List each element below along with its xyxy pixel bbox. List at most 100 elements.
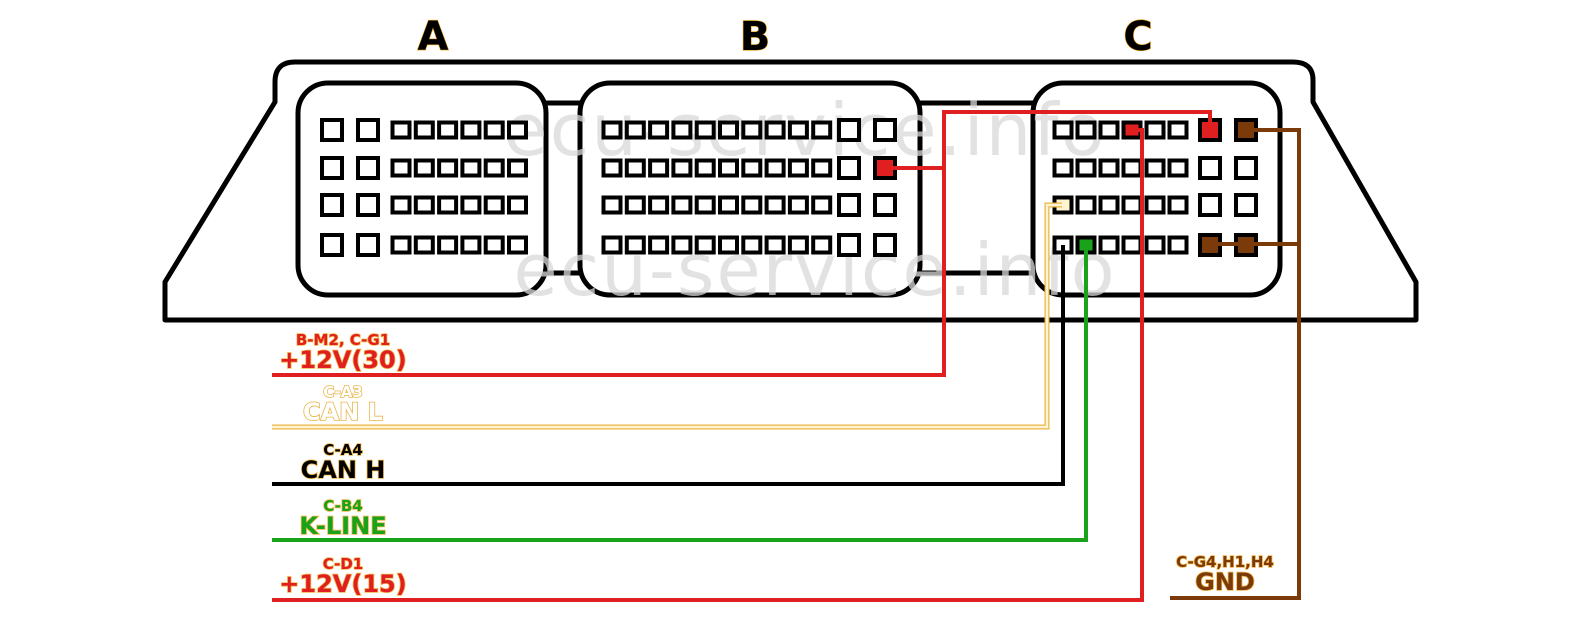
- pin-a-large: [320, 233, 344, 257]
- pin-c-small: [1075, 158, 1097, 178]
- pin-c-small: [1098, 158, 1120, 178]
- pin-b-small: [811, 120, 833, 140]
- pin-b-small: [601, 158, 623, 178]
- signal-12v-30: +12V(30): [279, 346, 406, 374]
- wire-k-line: [272, 245, 1088, 542]
- pin-b-small: [787, 195, 809, 215]
- pin-a-small: [483, 195, 505, 215]
- pin-a-small: [507, 235, 528, 255]
- pin-b-small: [624, 195, 646, 215]
- pin-b-small: [648, 195, 670, 215]
- pin-a-small: [460, 195, 482, 215]
- pin-a-large: [356, 118, 380, 142]
- pin-c-small: [1144, 195, 1166, 215]
- signal-gnd: GND: [1195, 568, 1255, 596]
- wire-12v-30: [272, 166, 946, 377]
- pin-b-small: [787, 120, 809, 140]
- pin-c-small: [1075, 195, 1097, 215]
- pin-b-small: [601, 235, 623, 255]
- pins-can-h: C-A4: [323, 441, 363, 459]
- pin-b-small: [741, 120, 763, 140]
- connector-label-a: A: [418, 14, 449, 60]
- pin-b-small: [718, 195, 739, 215]
- pin-b-large: [873, 193, 897, 217]
- pin-b-large: [837, 233, 861, 257]
- pin-b-small: [671, 195, 693, 215]
- pin-a-small: [507, 120, 528, 140]
- pin-b-small: [671, 158, 693, 178]
- pin-a-large: [320, 118, 344, 142]
- pin-a-small: [413, 235, 435, 255]
- pin-a-small: [507, 158, 528, 178]
- connector-label-c: C: [1123, 14, 1152, 60]
- ecu-housing-outline: [162, 59, 1419, 323]
- pin-b-small: [764, 195, 786, 215]
- pin-c-small: [1075, 120, 1097, 140]
- signal-can-h: CAN H: [301, 456, 386, 484]
- pin-b-small: [648, 235, 670, 255]
- pin-a-small: [460, 235, 482, 255]
- pins-12v-30: B-M2, C-G1: [296, 331, 390, 349]
- pin-b-small: [741, 158, 763, 178]
- pin-b-small: [694, 235, 716, 255]
- pin-a-small: [507, 195, 528, 215]
- pin-c-small: [1144, 158, 1166, 178]
- pin-b-small: [624, 158, 646, 178]
- pin-a-small: [413, 120, 435, 140]
- pin-a-small: [390, 158, 412, 178]
- signal-can-l: CAN L: [303, 398, 383, 426]
- pin-c-small: [1052, 120, 1074, 140]
- wire-gnd: [1170, 128, 1301, 600]
- pin-c-large: [1234, 193, 1258, 217]
- pin-c-small: [1121, 195, 1143, 215]
- pin-a-small: [390, 235, 412, 255]
- pin-b-small: [648, 158, 670, 178]
- pin-a-small: [437, 235, 459, 255]
- pin-b-small: [811, 158, 833, 178]
- wire-12v-15: [272, 128, 1144, 602]
- pin-a-large: [320, 156, 344, 180]
- pin-c-small: [1167, 235, 1189, 255]
- pin-b-small: [811, 235, 833, 255]
- pin-a-small: [390, 120, 412, 140]
- pin-b-small: [741, 195, 763, 215]
- pin-a-large: [320, 193, 344, 217]
- pin-a-small: [437, 120, 459, 140]
- pin-a-large: [356, 193, 380, 217]
- pin-b-small: [694, 195, 716, 215]
- pin-b-small: [718, 158, 739, 178]
- pin-c-large: [1198, 193, 1222, 217]
- pin-c-large: [1234, 156, 1258, 180]
- signal-12v-15: +12V(15): [279, 570, 406, 598]
- pin-b-small: [787, 158, 809, 178]
- pin-b-small: [648, 120, 670, 140]
- pin-b-small: [624, 235, 646, 255]
- pin-a-small: [483, 158, 505, 178]
- pin-b-small: [741, 235, 763, 255]
- pin-a-small: [437, 195, 459, 215]
- pin-a-small: [483, 120, 505, 140]
- pin-a-small: [483, 235, 505, 255]
- pin-c-small: [1167, 195, 1189, 215]
- pin-b-small: [811, 195, 833, 215]
- pin-b-small: [787, 235, 809, 255]
- pin-a-small: [437, 158, 459, 178]
- pin-b-small: [694, 120, 716, 140]
- pin-b-large: [873, 118, 897, 142]
- pin-c-small: [1121, 158, 1143, 178]
- pin-c-small: [1098, 195, 1120, 215]
- pin-b-small: [764, 235, 786, 255]
- signal-k-line: K-LINE: [299, 512, 386, 540]
- pins-gnd: C-G4,H1,H4: [1176, 553, 1274, 571]
- pin-b-small: [718, 120, 739, 140]
- pin-a-large: [356, 233, 380, 257]
- pin-b-small: [671, 235, 693, 255]
- pin-b-large: [837, 156, 861, 180]
- pin-b-small: [601, 195, 623, 215]
- pin-b-small: [694, 158, 716, 178]
- pin-c-small: [1144, 235, 1166, 255]
- pin-a-small: [460, 120, 482, 140]
- wire-12v-30-branch: [942, 110, 1212, 168]
- pin-b-small: [671, 120, 693, 140]
